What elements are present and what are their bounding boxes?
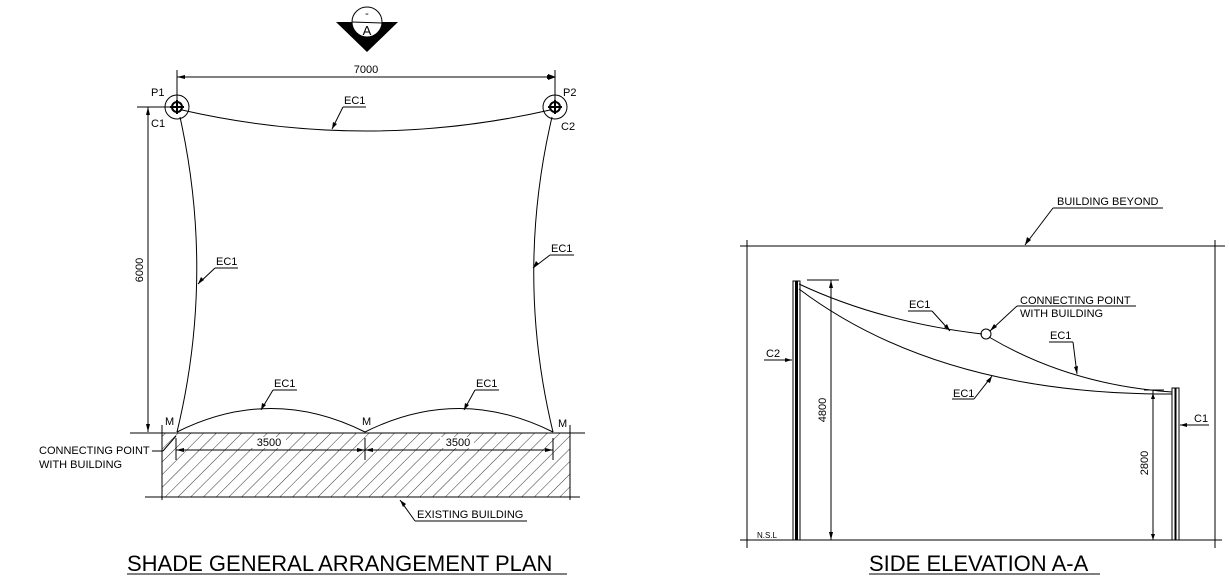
elevation-title: SIDE ELEVATION A-A bbox=[869, 551, 1089, 576]
cable-label-upper-right: EC1 bbox=[1049, 330, 1078, 375]
column-label-c1: C1 bbox=[151, 118, 165, 130]
post-label-p1: P1 bbox=[151, 87, 164, 99]
svg-text:EC1: EC1 bbox=[1050, 330, 1071, 342]
svg-text:WITH BUILDING: WITH BUILDING bbox=[1020, 308, 1103, 320]
building-beyond bbox=[740, 240, 1225, 548]
mount-label: M bbox=[558, 418, 567, 430]
svg-text:EC1: EC1 bbox=[909, 299, 930, 311]
post-p1: P1 C1 bbox=[151, 87, 190, 130]
edge-cable-upper-left bbox=[798, 283, 983, 335]
svg-text:EC1: EC1 bbox=[216, 256, 237, 268]
svg-text:C2: C2 bbox=[766, 348, 780, 360]
post-label-p2: P2 bbox=[563, 87, 576, 99]
svg-text:EXISTING BUILDING: EXISTING BUILDING bbox=[417, 509, 523, 521]
connecting-point-label: CONNECTING POINT WITH BUILDING bbox=[989, 295, 1136, 332]
building-beyond-label: BUILDING BEYOND bbox=[1024, 196, 1163, 246]
low-post-dimension: 2800 bbox=[1139, 389, 1164, 540]
bay-dimensions: 3500 3500 bbox=[175, 437, 554, 460]
svg-text:EC1: EC1 bbox=[551, 243, 572, 255]
high-post-dimension: 4800 bbox=[807, 279, 839, 540]
svg-text:EC1: EC1 bbox=[953, 388, 974, 400]
svg-text:BUILDING BEYOND: BUILDING BEYOND bbox=[1057, 196, 1159, 208]
plan-title: SHADE GENERAL ARRANGEMENT PLAN bbox=[127, 551, 552, 576]
cable-label-upper-left: EC1 bbox=[908, 299, 951, 332]
svg-text:CONNECTING POINT: CONNECTING POINT bbox=[39, 445, 150, 457]
column-label-c2: C2 bbox=[561, 121, 575, 133]
edge-cable-lower bbox=[798, 288, 1173, 395]
svg-text:4800: 4800 bbox=[817, 398, 829, 422]
existing-building-label: EXISTING BUILDING bbox=[399, 499, 527, 522]
cable-label-bottom-left: EC1 bbox=[260, 378, 297, 411]
height-dim-label: 6000 bbox=[134, 258, 146, 282]
svg-text:2800: 2800 bbox=[1139, 451, 1151, 475]
mount-label: M bbox=[362, 416, 371, 428]
column-c1: C1 bbox=[1171, 387, 1209, 541]
section-marker: - A bbox=[336, 6, 398, 52]
bay-dim-label: 3500 bbox=[446, 437, 470, 449]
plan-view: - A 7000 6000 P1 C1 bbox=[38, 6, 585, 576]
svg-text:WITH BUILDING: WITH BUILDING bbox=[39, 459, 122, 471]
section-marker-top: - bbox=[365, 8, 369, 20]
mount-label: M bbox=[165, 416, 174, 428]
edge-cable-upper-right bbox=[988, 336, 1173, 393]
cable-label-right: EC1 bbox=[532, 243, 574, 269]
edge-cable-right bbox=[533, 116, 554, 433]
cable-label-lower: EC1 bbox=[952, 375, 993, 400]
post-p2: P2 C2 bbox=[542, 87, 576, 133]
connecting-point-marker bbox=[980, 328, 992, 340]
svg-text:EC1: EC1 bbox=[476, 378, 497, 390]
edge-cable-top bbox=[181, 109, 551, 132]
bay-dim-label: 3500 bbox=[257, 437, 281, 449]
ground-label: N.S.L bbox=[757, 531, 778, 540]
svg-text:EC1: EC1 bbox=[274, 378, 295, 390]
height-dimension: 6000 bbox=[134, 106, 172, 432]
cable-label-top: EC1 bbox=[331, 95, 366, 130]
svg-text:CONNECTING POINT: CONNECTING POINT bbox=[1020, 295, 1131, 307]
svg-text:EC1: EC1 bbox=[344, 95, 365, 107]
connecting-point-label: CONNECTING POINT WITH BUILDING bbox=[38, 435, 177, 471]
edge-cable-bottom-right bbox=[364, 408, 554, 433]
existing-building bbox=[130, 425, 585, 500]
width-dim-label: 7000 bbox=[354, 64, 378, 76]
svg-text:C1: C1 bbox=[1194, 413, 1208, 425]
section-marker-letter: A bbox=[363, 23, 372, 38]
edge-cable-bottom-left bbox=[176, 408, 366, 433]
width-dimension: 7000 bbox=[176, 64, 556, 100]
elevation-view: N.S.L BUILDING BEYOND C2 C1 bbox=[740, 196, 1225, 576]
edge-cable-left bbox=[176, 116, 198, 433]
column-c2: C2 bbox=[764, 280, 801, 541]
cable-label-bottom-right: EC1 bbox=[463, 378, 499, 411]
cable-label-left: EC1 bbox=[197, 256, 238, 285]
